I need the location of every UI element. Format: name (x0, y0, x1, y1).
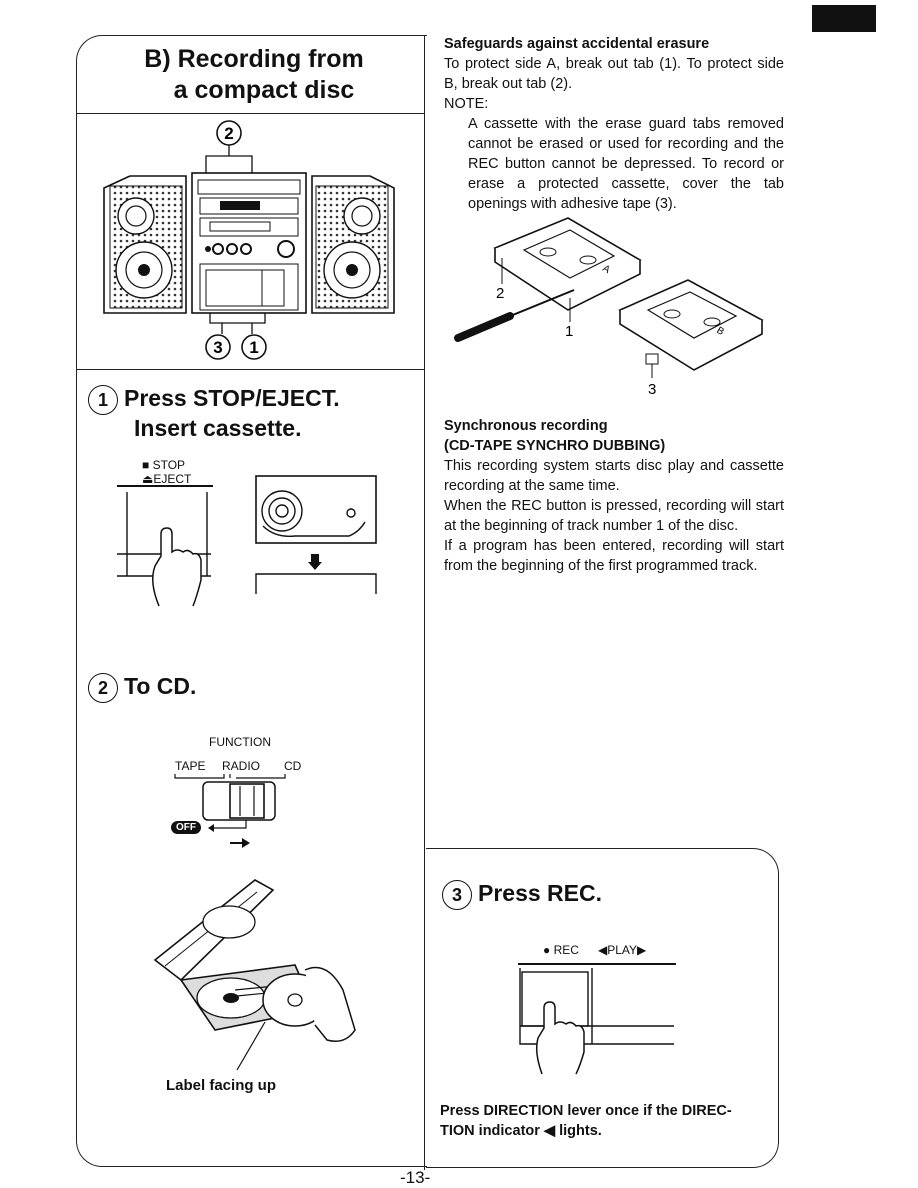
page-thumb-tab (812, 5, 876, 32)
step3-number: 3 (442, 880, 472, 910)
stop-label-row: ■ STOP (142, 458, 185, 472)
tape-label: TAPE (175, 759, 206, 773)
rec-button-illustration (518, 963, 676, 1075)
step3-text: Press REC. (478, 880, 603, 907)
stop-label: STOP (152, 458, 186, 472)
step2-number: 2 (88, 673, 118, 703)
safeguards-heading: Safeguards against accidental erasure (444, 36, 710, 52)
note-body: A cassette with the erase guard tabs rem… (468, 116, 784, 212)
cd-insert-illustration (153, 879, 356, 1071)
sync-heading2: (CD-TAPE SYNCHRO DUBBING) (444, 438, 666, 454)
direction-note: Press DIRECTION lever once if the DIREC-… (440, 1103, 732, 1139)
column-divider (424, 35, 425, 1170)
section-title-line2: a compact disc (173, 76, 355, 104)
eject-label-row: ⏏EJECT (142, 472, 191, 486)
stereo-illustration: 2 3 1 (103, 120, 395, 360)
play-right-arrow-icon: ▶ (637, 943, 647, 957)
side-a-text: A (601, 263, 613, 276)
function-switch-illustration (174, 774, 286, 848)
fig-label-3: 3 (648, 381, 656, 398)
fig-label-2: 2 (496, 285, 504, 302)
stop-icon: ■ (142, 458, 150, 472)
sync-heading1: Synchronous recording (444, 418, 608, 434)
step1-number: 1 (88, 385, 118, 415)
callout-2-text: 2 (224, 124, 233, 143)
rec-label: REC (553, 943, 579, 957)
cd-label: CD (284, 759, 302, 773)
sync-section: Synchronous recording (CD-TAPE SYNCHRO D… (444, 416, 784, 576)
note-label: NOTE: (444, 96, 489, 112)
label-facing-up-caption: Label facing up (166, 1077, 277, 1094)
play-left-arrow-icon: ◀ (598, 943, 608, 957)
step1-line1: Press STOP/EJECT. (124, 385, 340, 412)
eject-label: EJECT (153, 472, 192, 486)
off-badge: OFF (171, 821, 201, 834)
side-b-text: B (715, 325, 727, 338)
sync-p1: This recording system starts disc play a… (444, 458, 784, 494)
section-title: B) Recording from a compact disc (104, 44, 404, 106)
callout-3-text: 3 (213, 338, 222, 357)
function-label: FUNCTION (209, 735, 271, 749)
radio-label: RADIO (222, 759, 261, 773)
figure-divider (76, 369, 425, 370)
sync-p3: If a program has been entered, recording… (444, 538, 784, 574)
safeguards-section: Safeguards against accidental erasure To… (444, 34, 784, 214)
section-title-line1: B) Recording from (144, 45, 364, 73)
sync-p2: When the REC button is pressed, recordin… (444, 498, 784, 534)
fig-label-1: 1 (565, 323, 573, 340)
play-label: PLAY (607, 943, 638, 957)
step2-text: To CD. (124, 673, 197, 700)
safeguards-body: To protect side A, break out tab (1). To… (444, 56, 784, 92)
title-divider (76, 113, 425, 114)
callout-1-text: 1 (249, 338, 258, 357)
rec-dot-icon: ● (543, 943, 551, 957)
cassette-tabs-illustration: A B 2 1 3 (454, 217, 764, 398)
step3-frame (426, 848, 779, 1168)
left-panel-frame (76, 35, 427, 1167)
play-label-row: ◀PLAY▶ (598, 943, 646, 957)
rec-label-row: ● REC (543, 943, 579, 957)
step1-line2: Insert cassette. (134, 415, 302, 441)
stop-eject-illustration (117, 475, 377, 607)
page-number: -13- (400, 1168, 431, 1187)
eject-icon: ⏏ (142, 472, 154, 486)
